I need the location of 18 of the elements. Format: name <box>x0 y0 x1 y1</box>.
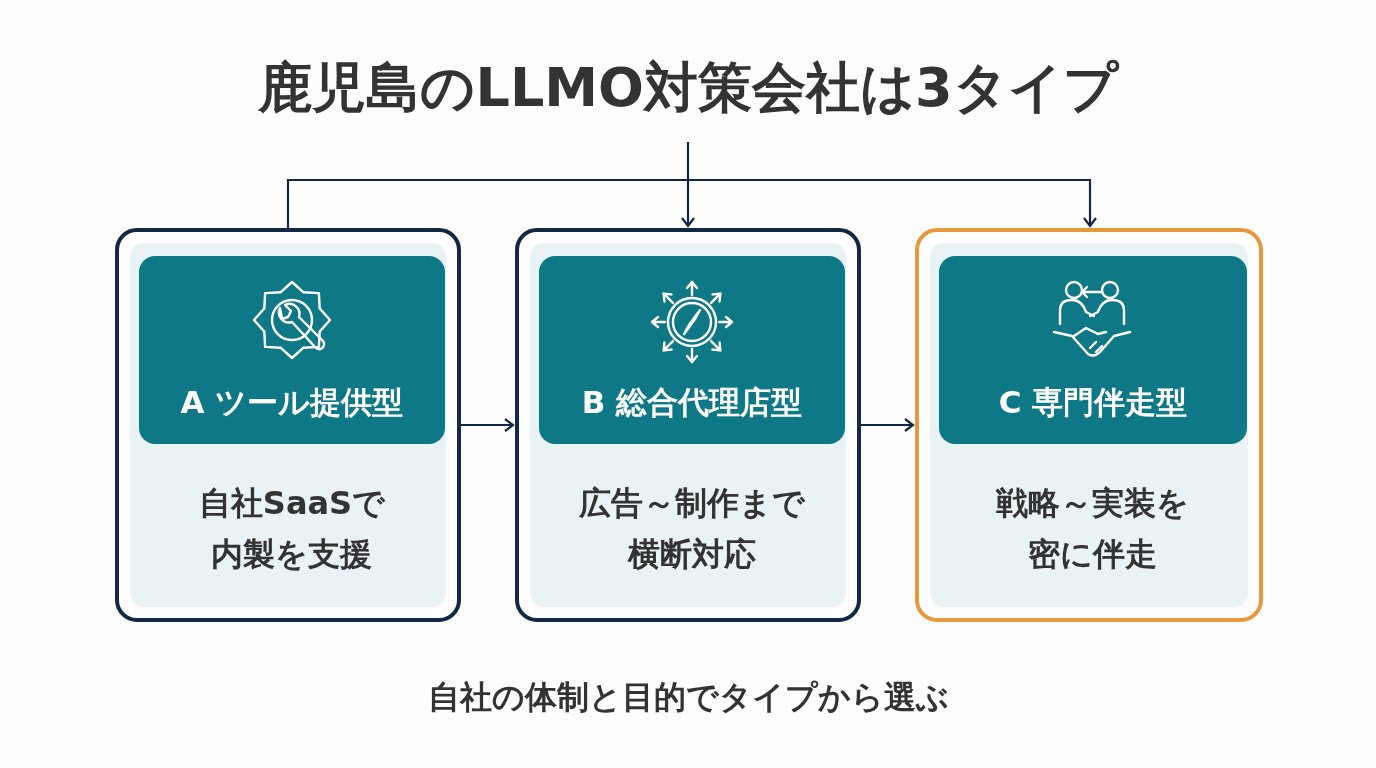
type-header <box>539 256 845 444</box>
arrow <box>286 178 1098 228</box>
type-card <box>115 228 461 622</box>
type-name: B 総合代理店型 <box>580 383 804 422</box>
arrow <box>680 142 696 228</box>
type-name: A ツール提供型 <box>179 383 405 422</box>
title: 鹿児島のLLMO対策会社は3タイプ <box>257 55 1121 121</box>
arrow <box>461 417 515 433</box>
description-text: 広告～制作まで横断対応 <box>578 482 806 575</box>
type-header <box>939 256 1247 444</box>
caption: 自社の体制と目的でタイプから選ぶ <box>426 677 950 718</box>
type-card <box>515 228 861 622</box>
type-header <box>139 256 445 444</box>
arrow <box>861 417 915 433</box>
type-card <box>915 228 1263 622</box>
type-name: C 専門伴走型 <box>997 383 1189 422</box>
description-text: 自社SaaSで内製を支援 <box>197 482 387 575</box>
description-text: 戦略～実装を密に伴走 <box>994 482 1191 575</box>
